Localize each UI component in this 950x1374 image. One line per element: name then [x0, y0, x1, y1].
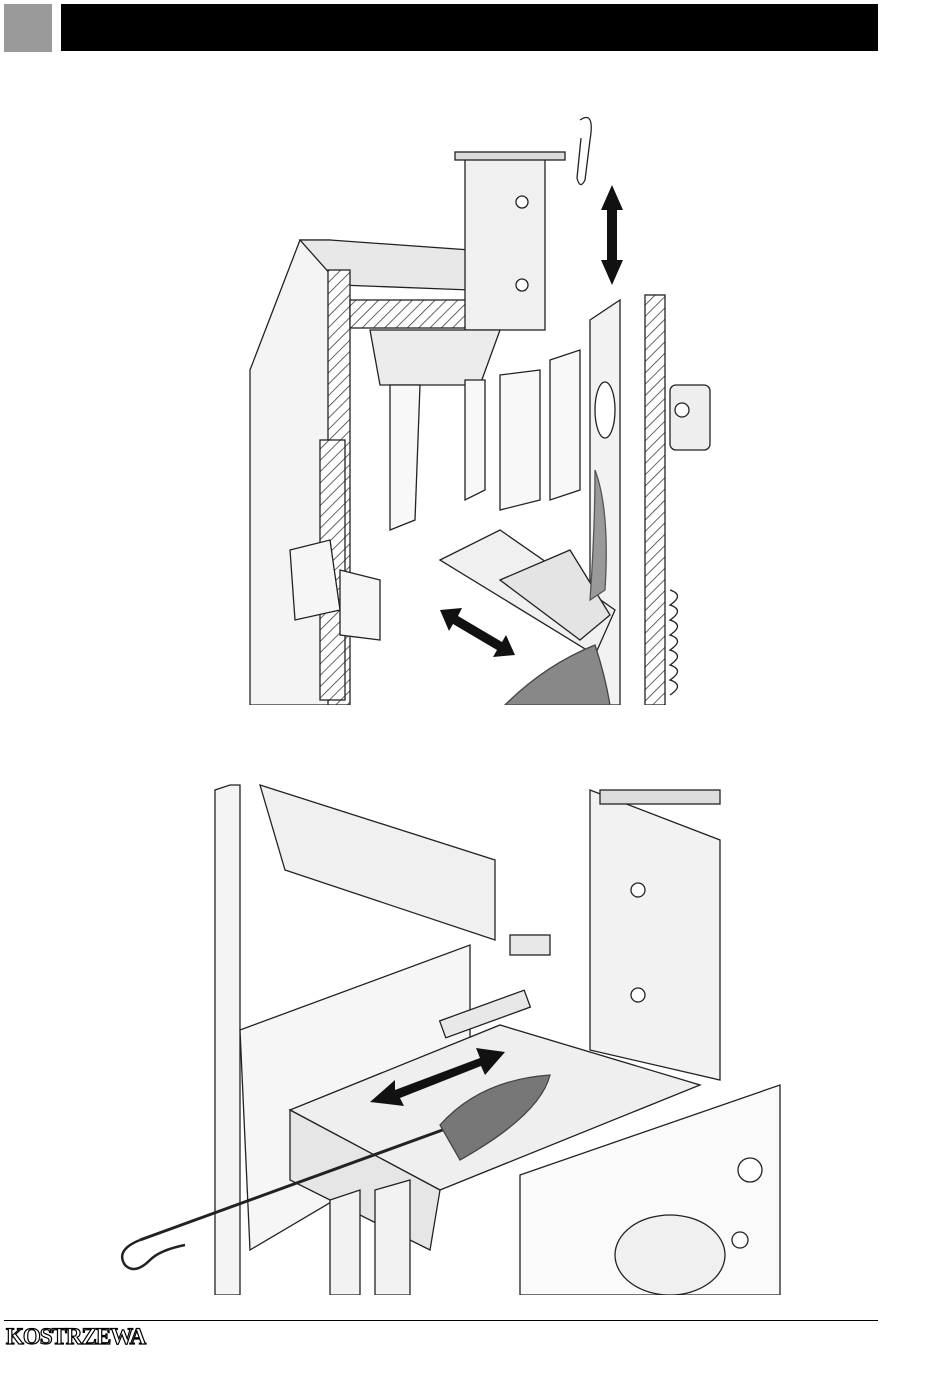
brand-logo: KOSTRZEWA: [6, 1326, 145, 1348]
header-bar: [61, 4, 878, 51]
boiler-cutaway-figure: [240, 110, 740, 705]
section-tab: [4, 4, 52, 52]
footer-rule: [4, 1320, 878, 1321]
burner-cleaning-figure: [110, 780, 830, 1295]
